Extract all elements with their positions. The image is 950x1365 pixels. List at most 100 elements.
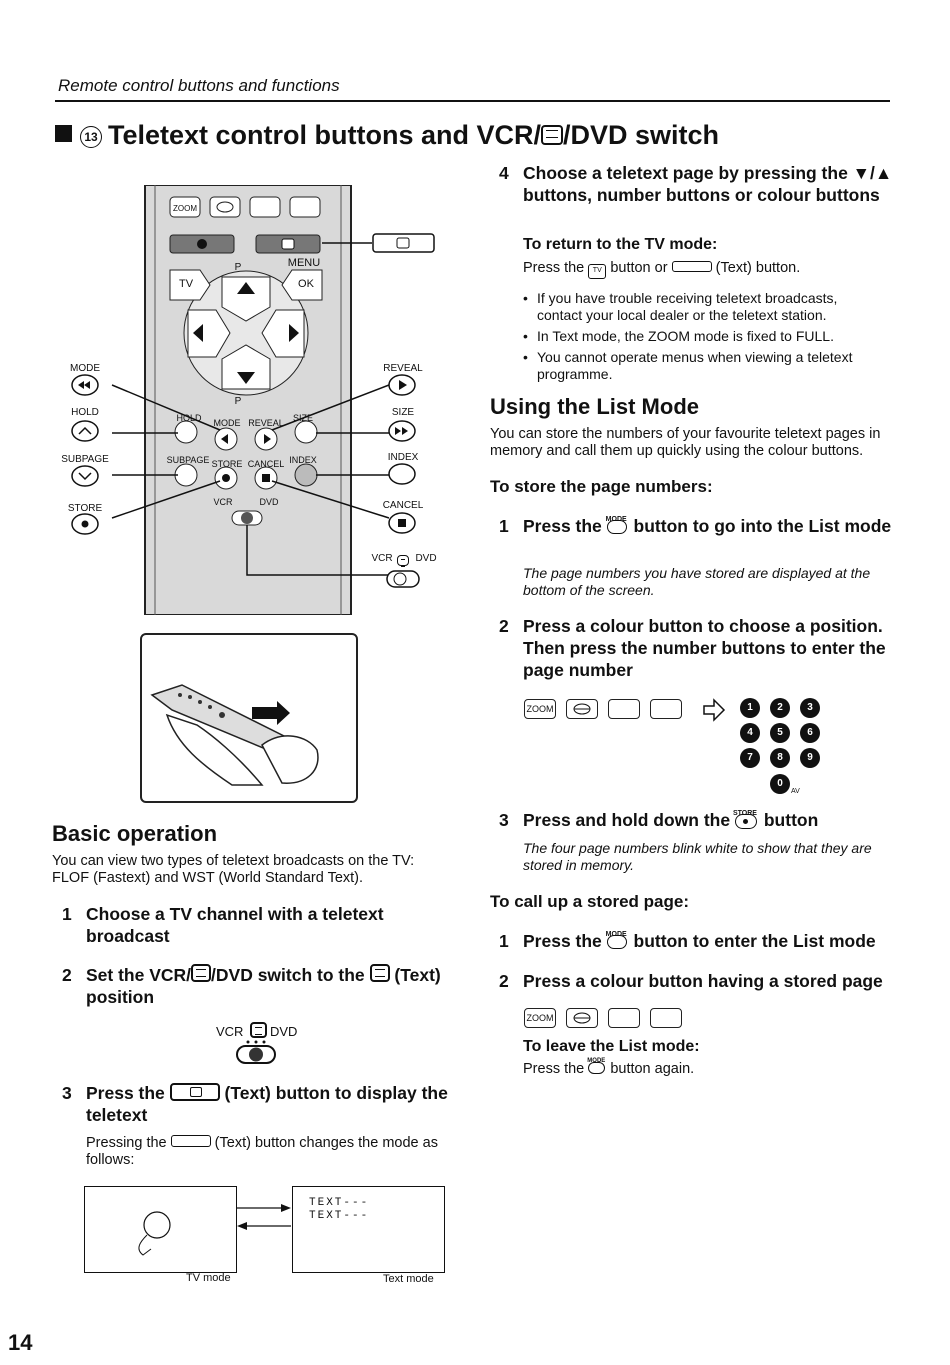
tv-button-icon: TV	[588, 264, 607, 279]
callout-cancel: CANCEL	[382, 500, 424, 511]
text-icon	[369, 964, 390, 982]
basic-operation-heading: Basic operation	[52, 821, 218, 846]
colour-button-3	[608, 699, 640, 719]
remote-label-index: INDEX	[289, 455, 317, 465]
store-button-icon: STORE	[733, 810, 759, 829]
note-item: If you have trouble receiving teletext b…	[523, 290, 881, 324]
text-icon	[191, 964, 212, 982]
section-header: Remote control buttons and functions	[58, 76, 340, 95]
remote-label-store: STORE	[211, 459, 243, 469]
store-step-2: 2 Press a colour button to choose a posi…	[499, 615, 888, 681]
call-step-1: 1 Press the MODE button to enter the Lis…	[499, 930, 903, 952]
hand-remote-drawing	[150, 684, 319, 786]
note-a: Pressing the	[86, 1135, 167, 1151]
note-item: In Text mode, the ZOOM mode is fixed to …	[523, 328, 881, 345]
colour-button-4	[650, 699, 682, 719]
number-button-5: 5	[770, 723, 790, 743]
arrow-right-icon	[703, 698, 726, 722]
tv-mode-drawing	[138, 1211, 171, 1256]
step-text: Press a colour button to choose a positi…	[523, 616, 886, 680]
step-text-c: (Text) position	[86, 965, 441, 1007]
mode-small-label: MODE	[605, 516, 627, 523]
remote-label-menu: MENU	[287, 257, 321, 269]
step-text: Press a colour button having a stored pa…	[523, 971, 883, 991]
switch-vcr-label: VCR	[216, 1024, 244, 1039]
zoom-button: ZOOM	[524, 1008, 556, 1028]
leave-heading: To leave the List mode:	[523, 1038, 700, 1055]
aspect-icon	[573, 1012, 591, 1024]
remote-label-subpage: SUBPAGE	[166, 455, 210, 465]
note-b: (Text) button changes the mode as follow…	[86, 1135, 438, 1168]
number-button-8: 8	[770, 748, 790, 768]
colour-button-3	[608, 1008, 640, 1028]
callout-switch-vcr: VCR	[371, 553, 393, 564]
number-button-7: 7	[740, 748, 760, 768]
remote-label-cancel: CANCEL	[247, 459, 285, 469]
call-step-2: 2 Press a colour button having a stored …	[499, 970, 903, 992]
remote-label-zoom: ZOOM	[173, 204, 197, 213]
callout-size: SIZE	[391, 407, 415, 418]
notes-list: If you have trouble receiving teletext b…	[523, 290, 881, 383]
switch-dvd-label: DVD	[270, 1024, 298, 1039]
zoom-button: ZOOM	[524, 699, 556, 719]
vcr-dvd-switch-illustration: VCR DVD	[216, 1022, 306, 1066]
text-line-1: TEXT---	[309, 1197, 370, 1209]
tv-mode-screen	[84, 1186, 237, 1273]
return-c: (Text) button.	[715, 260, 801, 276]
number-button-0: 0	[770, 774, 790, 794]
leave-b: button again.	[610, 1061, 695, 1077]
mode-small-label: MODE	[605, 931, 627, 938]
mode-button-icon: MODE	[606, 516, 629, 534]
note-item: You cannot operate menus when viewing a …	[523, 349, 881, 383]
step-number: 2	[499, 616, 509, 636]
step-text-a: Press and hold down the	[523, 810, 731, 830]
remote-illustration: ZOOM P MENU TV OK P HOLD MODE REVEAL SIZ…	[60, 184, 460, 616]
basic-step-3-note: Pressing the (Text) button changes the m…	[86, 1135, 456, 1169]
number-button-1: 1	[740, 698, 760, 718]
mode-button-icon: MODE	[606, 931, 629, 949]
number-button-9: 9	[800, 748, 820, 768]
return-text: Press the TV button or (Text) button.	[523, 260, 893, 279]
step-text-a: Press the	[86, 1083, 165, 1103]
aspect-icon	[573, 703, 591, 715]
step-number: 3	[499, 810, 509, 830]
step-text-a: Press the	[523, 931, 602, 951]
remote-label-vcr: VCR	[213, 497, 233, 507]
header-rule	[55, 100, 890, 102]
leave-text: Press the MODE button again.	[523, 1058, 893, 1078]
basic-step-2: 2 Set the VCR//DVD switch to the (Text) …	[62, 964, 456, 1008]
colour-button-4	[650, 1008, 682, 1028]
text-button-icon	[169, 1083, 220, 1101]
step-number: 1	[62, 904, 72, 924]
callout-subpage: SUBPAGE	[61, 454, 109, 465]
step-number: 3	[62, 1083, 72, 1103]
title-text-end: /DVD switch	[563, 120, 720, 150]
list-mode-heading: Using the List Mode	[490, 394, 699, 419]
step-number: 4	[499, 163, 509, 183]
aspect-button	[566, 1008, 598, 1028]
remote-drawing	[71, 184, 435, 616]
number-button-4: 4	[740, 723, 760, 743]
square-bullet-icon	[55, 125, 72, 142]
callout-mode: MODE	[70, 363, 100, 374]
store-step-3: 3 Press and hold down the STORE button	[499, 809, 893, 831]
step-text-b: (Text) button to display the teletext	[86, 1083, 448, 1125]
return-heading: To return to the TV mode:	[523, 236, 718, 253]
number-button-3: 3	[800, 698, 820, 718]
basic-intro: You can view two types of teletext broad…	[52, 853, 415, 886]
step-number: 1	[499, 931, 509, 951]
remote-label-p-down: P	[234, 396, 242, 407]
step-text: Choose a TV channel with a teletext broa…	[86, 904, 384, 946]
remote-label-p-up: P	[234, 262, 242, 273]
text-mode-screen: TEXT--- TEXT---	[292, 1186, 445, 1273]
basic-step-3: 3 Press the (Text) button to display the…	[62, 1082, 456, 1126]
text-line-2: TEXT---	[309, 1210, 370, 1222]
step-4: 4 Choose a teletext page by pressing the…	[499, 162, 893, 206]
basic-step-1: 1 Choose a TV channel with a teletext br…	[62, 903, 456, 947]
list-mode-intro: You can store the numbers of your favour…	[490, 426, 881, 459]
tv-mode-label: TV mode	[186, 1272, 231, 1284]
mode-small-label: MODE	[587, 1058, 606, 1064]
number-button-2: 2	[770, 698, 790, 718]
return-a: Press the	[523, 260, 585, 276]
call-heading: To call up a stored page:	[490, 892, 689, 911]
